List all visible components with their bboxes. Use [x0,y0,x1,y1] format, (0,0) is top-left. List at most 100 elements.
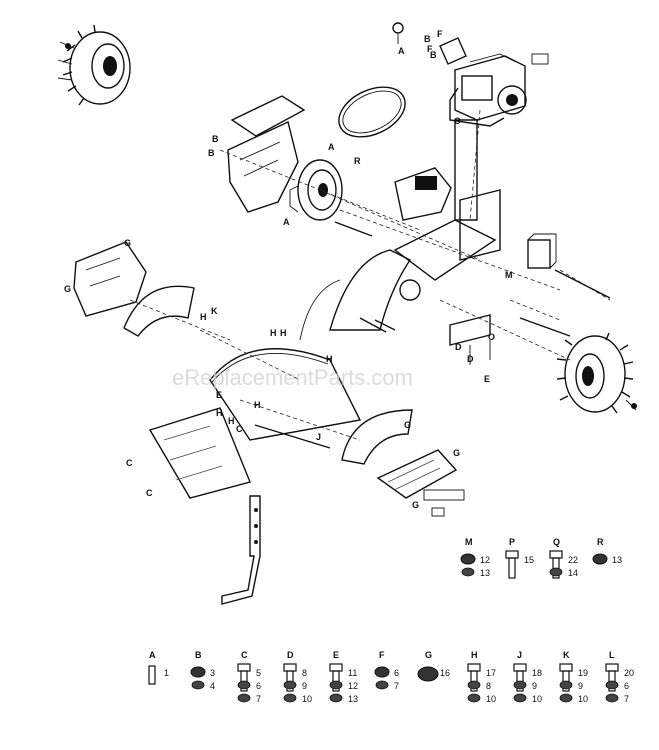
callout-j-1: J [316,432,321,442]
callout-c-tube: C [454,116,461,126]
hardware-number: 9 [532,681,537,691]
hardware-group-a: A1 [148,650,169,685]
hardware-number: 13 [348,694,358,704]
washer-icon [513,693,527,703]
hardware-number: 9 [302,681,307,691]
hardware-number: 10 [532,694,542,704]
callout-g-left-1: G [124,238,131,248]
tine-hood-illustration [148,348,362,499]
hardware-letter: L [609,650,615,660]
hardware-letter: H [471,650,478,660]
hardware-letter: A [149,650,156,660]
watermark-text: eReplacementParts.com [172,365,413,390]
hardware-number: 5 [256,668,261,678]
hardware-part-icon [505,550,519,579]
right-fender-illustration [341,409,465,517]
hardware-number: 14 [568,568,578,578]
washer-icon [467,693,481,703]
left-fender-illustration [73,241,195,337]
callout-e-2: E [484,374,490,384]
washer-icon [605,680,619,690]
hardware-number: 8 [486,681,491,691]
hardware-number: 4 [210,681,215,691]
hardware-number: 10 [578,694,588,704]
hardware-number: 15 [524,555,534,565]
hardware-number: 6 [394,668,399,678]
hardware-letter: J [517,650,522,660]
hardware-number: 6 [256,681,261,691]
hardware-letter: Q [553,537,560,547]
hardware-number: 8 [302,668,307,678]
callout-b-top-2: B [430,50,437,60]
hardware-number: 3 [210,668,215,678]
hardware-letter: P [509,537,515,547]
washer-icon [329,680,343,690]
callout-h-2: H [270,328,277,338]
washer-icon [283,693,297,703]
washer-icon [283,680,297,690]
hardware-number: 12 [348,681,358,691]
tire-left-illustration [57,24,131,106]
hardware-number: 12 [480,555,490,565]
hardware-part-icon [592,553,608,565]
hardware-letter: K [563,650,570,660]
hardware-letter: F [379,650,385,660]
hardware-letter: E [333,650,339,660]
washer-icon [513,680,527,690]
hardware-number: 13 [480,568,490,578]
hardware-group-h: H 17 8 10 [467,650,496,704]
hardware-part-icon [605,663,619,692]
hardware-number: 18 [532,668,542,678]
hardware-group-g: G16 [417,650,450,682]
callout-b-shield-1: B [212,134,219,144]
callout-g-right-1: G [404,420,411,430]
callout-a-pulley-1: A [328,142,335,152]
hardware-letter: M [465,537,473,547]
washer-icon [237,693,251,703]
washer-icon [549,567,563,577]
pulley-illustration [289,159,343,221]
hardware-group-r: R13 [592,537,622,565]
callout-g-right-3: G [412,500,419,510]
callout-a-engine: A [398,46,405,56]
hardware-letter: G [425,650,432,660]
callout-e-1: E [216,390,222,400]
hardware-part-icon [190,666,206,678]
hardware-number: 6 [624,681,629,691]
hardware-part-icon [329,663,343,692]
callout-c-tine-1: C [236,424,243,434]
hardware-number: 7 [256,694,261,704]
callout-h-5: H [216,408,223,418]
belt-shield-illustration [227,86,406,213]
callout-o-1: O [488,332,495,342]
hardware-part-icon [559,663,573,692]
callout-k-1: K [211,306,218,316]
hardware-part-icon [283,663,297,692]
hardware-letter: R [597,537,604,547]
callout-c-tine-3: C [146,488,153,498]
callout-h-4: H [326,354,333,364]
washer-icon [467,680,481,690]
callout-c-tine-2: C [126,458,133,468]
washer-icon [375,680,389,690]
washer-icon [605,693,619,703]
hardware-group-p: P 15 [505,537,534,579]
hardware-number: 10 [486,694,496,704]
frame-illustration [299,119,557,365]
hardware-part-icon [467,663,481,692]
hardware-number: 17 [486,668,496,678]
hardware-part-icon [513,663,527,692]
callout-h-1: H [200,312,207,322]
callout-b-shield-2: B [208,148,215,158]
hardware-group-b: B34 [190,650,215,691]
hardware-number: 9 [578,681,583,691]
washer-icon [191,680,205,690]
washer-icon [329,693,343,703]
hardware-part-icon [148,665,156,685]
